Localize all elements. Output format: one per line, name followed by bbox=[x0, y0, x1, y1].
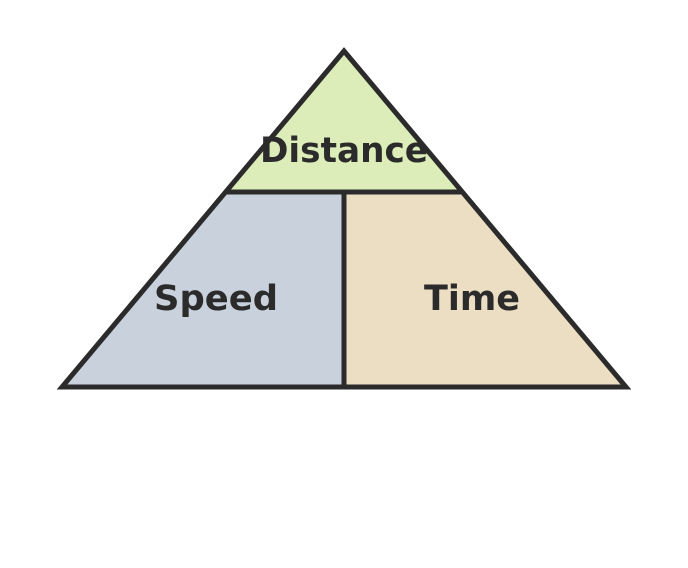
time-section bbox=[344, 192, 626, 387]
distance-label: Distance bbox=[260, 131, 428, 171]
distance-section bbox=[229, 51, 459, 192]
speed-label: Speed bbox=[154, 279, 278, 319]
speed-section bbox=[62, 192, 344, 387]
time-label: Time bbox=[424, 279, 520, 319]
